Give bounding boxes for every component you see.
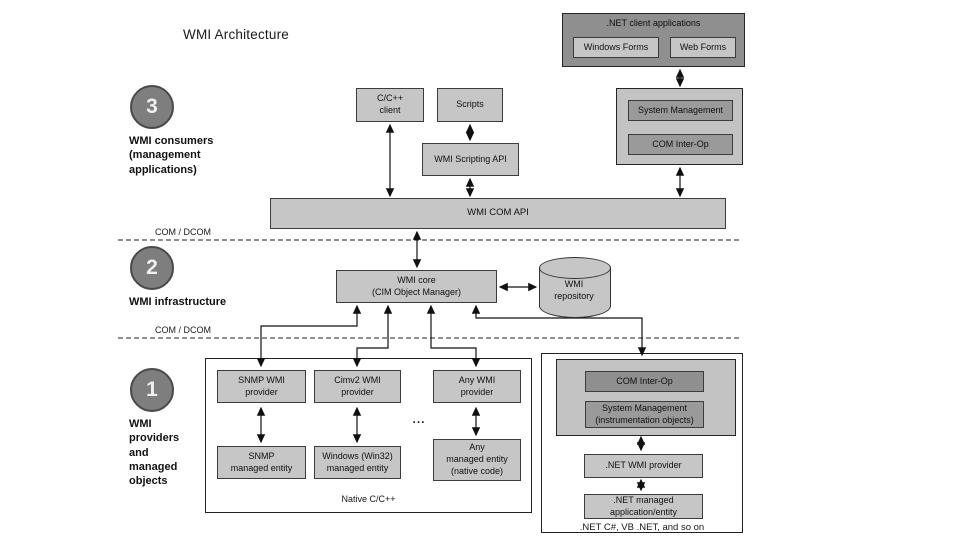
com-dcom-label-upper: COM / DCOM xyxy=(155,227,211,237)
net-managed-entity-box: .NET managed application/entity xyxy=(584,494,703,519)
web-forms-box: Web Forms xyxy=(670,37,736,58)
any-wmi-provider-box: Any WMI provider xyxy=(433,370,521,403)
dotnet-system-management-box: System Management (instrumentation objec… xyxy=(585,401,704,428)
cpp-client-box: C/C++ client xyxy=(356,88,424,122)
dotnet-group-box: COM Inter-Op System Management (instrume… xyxy=(541,353,743,533)
tier-3-circle: 3 xyxy=(130,85,174,129)
providers-ellipsis: ... xyxy=(412,412,426,426)
tier-2-circle: 2 xyxy=(130,246,174,290)
tier-2-label: WMI infrastructure xyxy=(129,296,227,308)
tier-3-number: 3 xyxy=(146,95,158,118)
cylinder-top xyxy=(539,257,611,279)
com-dcom-label-lower: COM / DCOM xyxy=(155,325,211,335)
dotnet-com-interop-box: COM Inter-Op xyxy=(585,371,704,392)
page-title: WMI Architecture xyxy=(183,27,289,42)
native-group-box: SNMP WMI provider Cimv2 WMI provider Any… xyxy=(205,358,532,513)
arrow-core-cimv2-provider xyxy=(352,304,393,368)
snmp-managed-entity-box: SNMP managed entity xyxy=(217,446,306,479)
windows-forms-box: Windows Forms xyxy=(573,37,659,58)
wmi-repository-cylinder: WMI repository xyxy=(539,257,611,318)
com-interop-box: COM Inter-Op xyxy=(628,134,733,155)
native-caption: Native C/C++ xyxy=(341,494,396,504)
tier-1-label: WMI providers and managed objects xyxy=(129,418,180,488)
scripts-box: Scripts xyxy=(437,88,503,122)
net-client-apps-title: .NET client applications xyxy=(606,18,701,28)
arrow-core-snmp-provider xyxy=(256,304,362,368)
wmi-core-box: WMI core (CIM Object Manager) xyxy=(336,270,497,303)
any-managed-entity-box: Any managed entity (native code) xyxy=(433,439,521,481)
system-management-box: System Management xyxy=(628,100,733,121)
dotnet-instrumentation-panel: COM Inter-Op System Management (instrume… xyxy=(556,359,736,436)
cimv2-wmi-provider-box: Cimv2 WMI provider xyxy=(314,370,401,403)
net-client-apps-panel: .NET client applications Windows Forms W… xyxy=(562,13,745,67)
arrow-core-any-provider xyxy=(426,304,481,368)
tier-2-number: 2 xyxy=(146,256,158,279)
wmi-com-api-box: WMI COM API xyxy=(270,198,726,229)
tier-3-label: WMI consumers (management applications) xyxy=(129,135,214,176)
snmp-wmi-provider-box: SNMP WMI provider xyxy=(217,370,306,403)
tier-1-number: 1 xyxy=(146,378,158,401)
wmi-scripting-api-box: WMI Scripting API xyxy=(422,143,519,176)
sys-mgmt-panel: System Management COM Inter-Op xyxy=(616,88,743,165)
tier-1-circle: 1 xyxy=(130,368,174,412)
win32-managed-entity-box: Windows (Win32) managed entity xyxy=(314,446,401,479)
dotnet-caption: .NET C#, VB .NET, and so on xyxy=(579,522,705,533)
net-wmi-provider-box: .NET WMI provider xyxy=(584,454,703,478)
wmi-repository-label: WMI repository xyxy=(554,279,594,301)
